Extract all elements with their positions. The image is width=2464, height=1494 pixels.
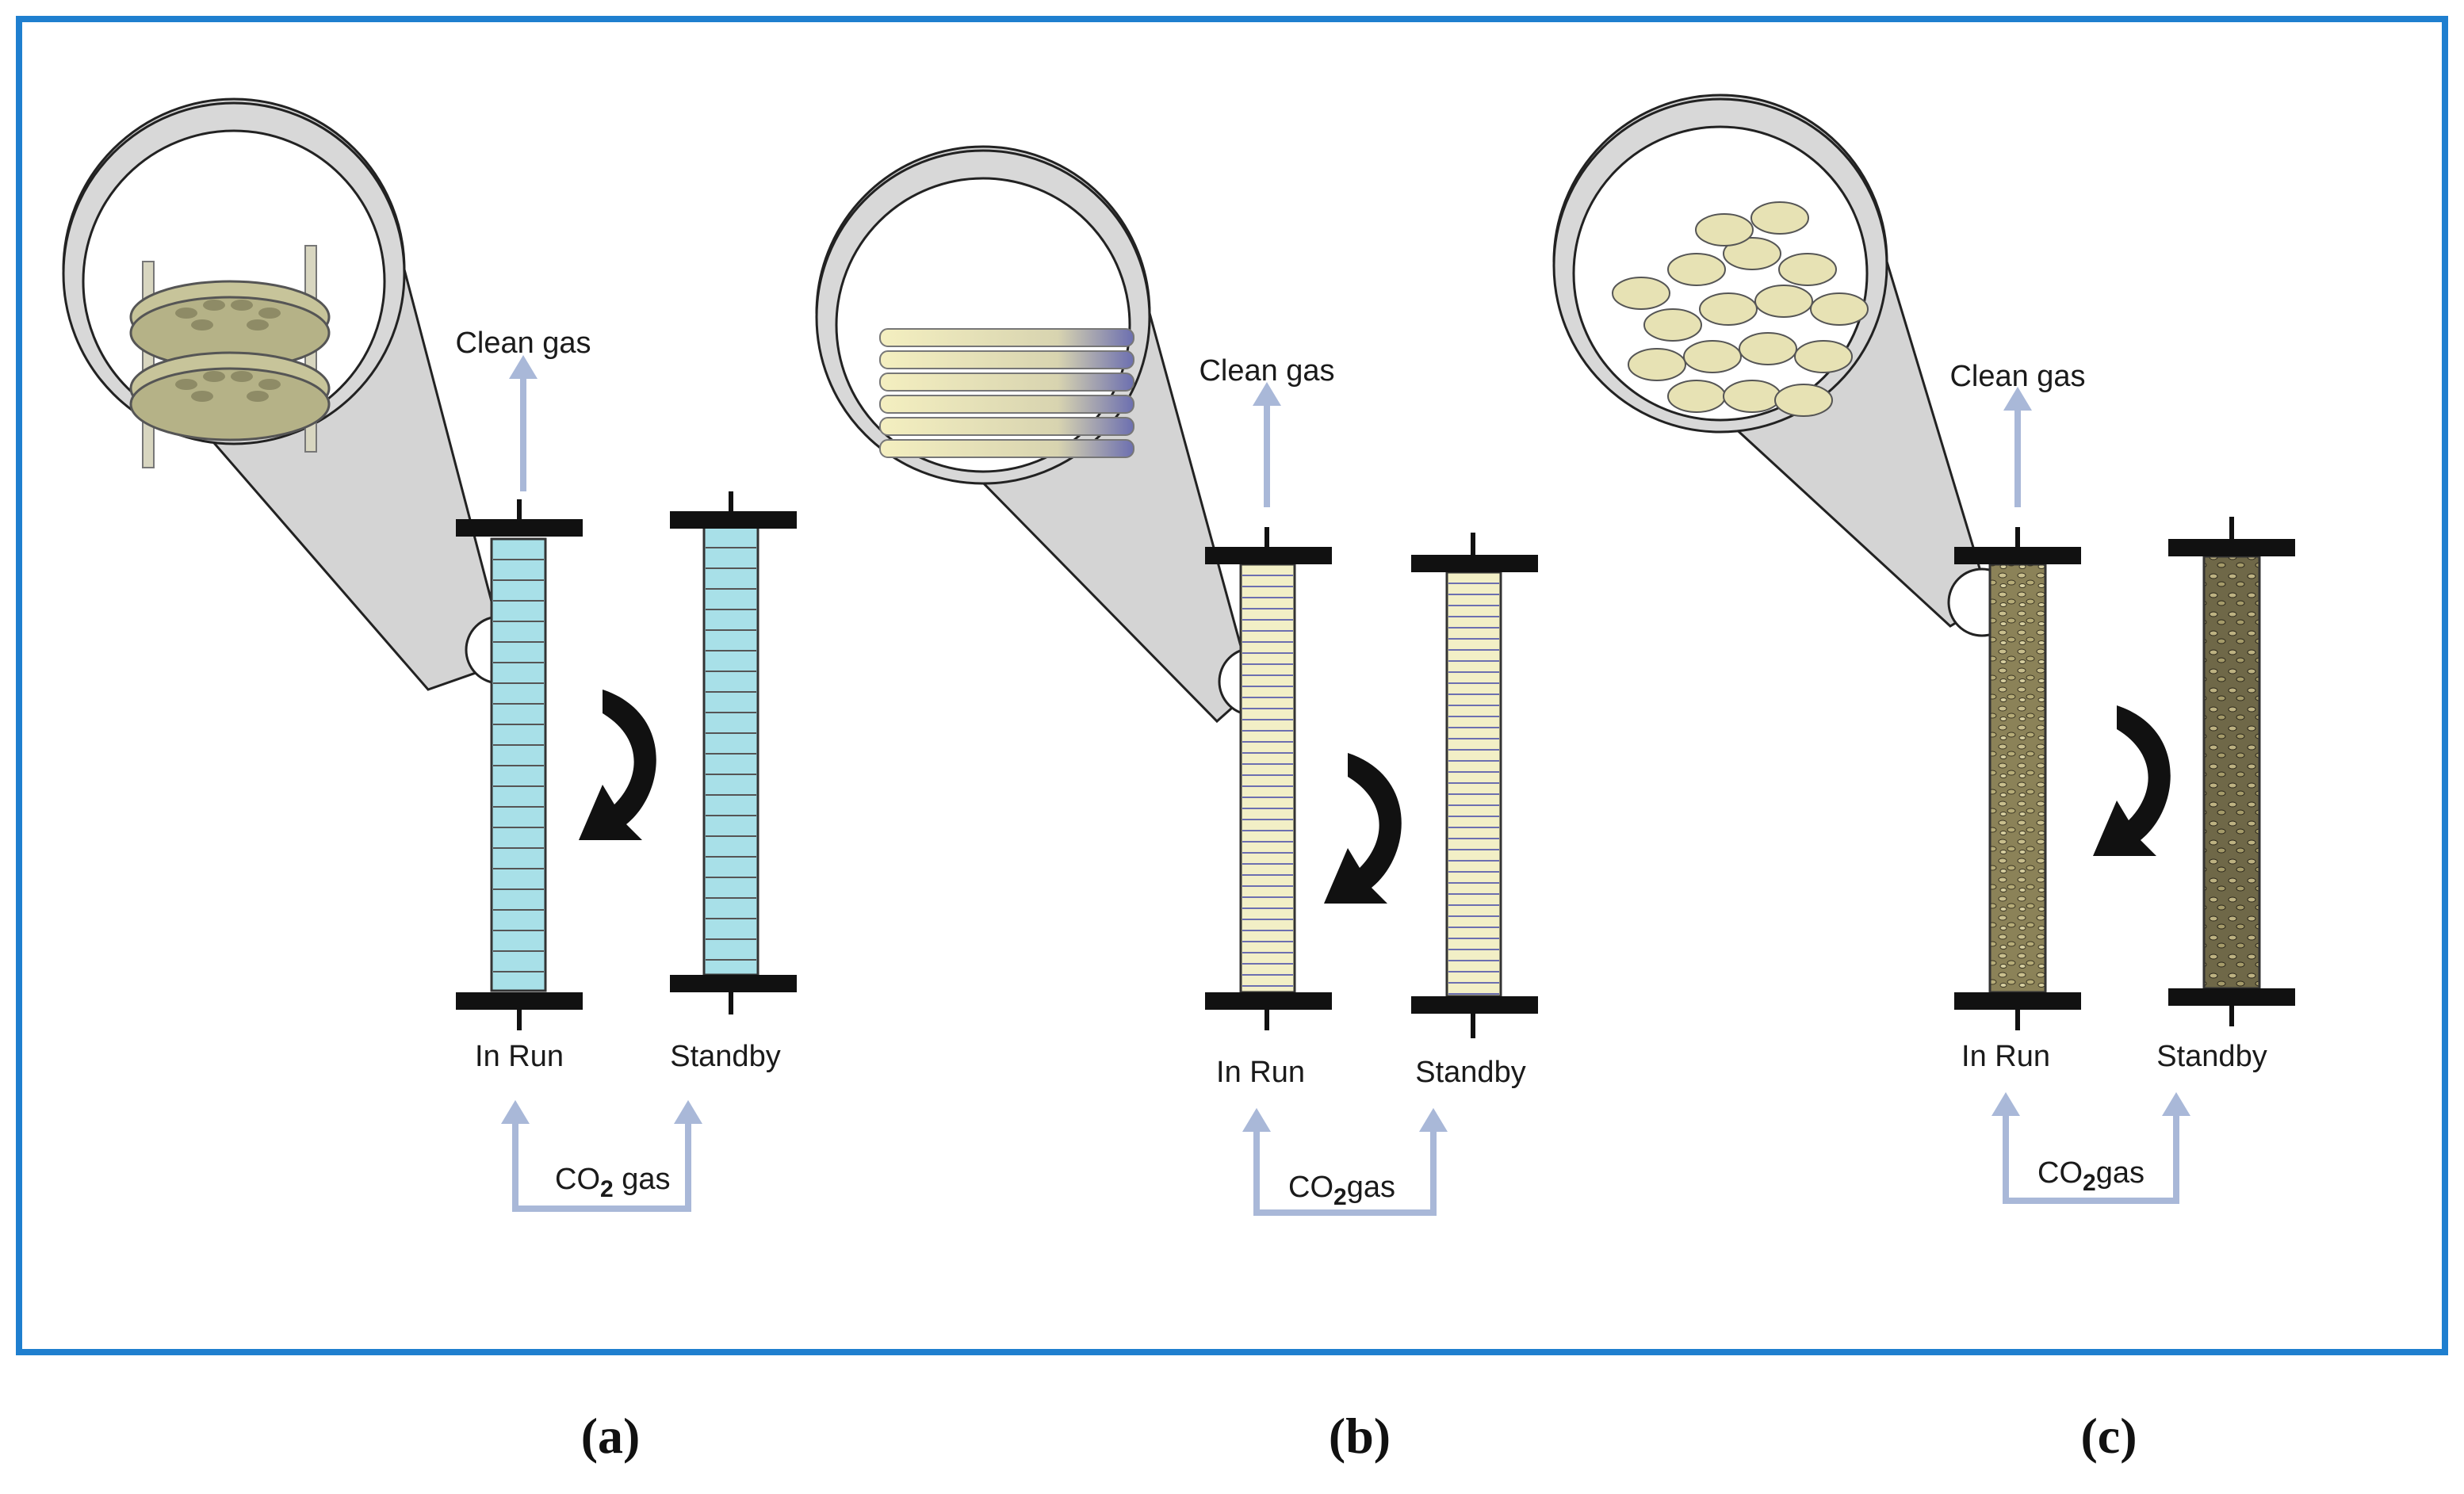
panel-b-standby-label: Standby (1415, 1056, 1525, 1089)
panel-a-inrun-column (456, 499, 583, 1030)
panel-a-switch-arrow-icon (579, 690, 656, 840)
panel-b-switch-arrow-icon (1324, 753, 1402, 904)
panel-c-co2-feed-arrow (2003, 1110, 2179, 1204)
panel-c-magnifier (1552, 94, 2017, 637)
panel-c-switch-arrow-icon (2093, 705, 2171, 856)
panel-a: Clean gas In Run Standby CO2 (62, 97, 797, 1212)
panel-a-co2-feed-arrow (512, 1118, 691, 1212)
panel-b-co2-feed-arrow (1253, 1125, 1437, 1216)
packed-pellets-icon (1612, 201, 1869, 417)
panel-a-standby-column (670, 491, 797, 1014)
panel-b-caption: (b) (1328, 1408, 1391, 1464)
panel-c-inrun-column (1954, 527, 2081, 1030)
panel-b-inrun-label: In Run (1216, 1056, 1305, 1089)
structured-plates-icon (129, 245, 331, 468)
panel-c: Clean gas In Run Standby CO2gas (1552, 94, 2295, 1204)
panel-b-inrun-column (1205, 527, 1332, 1030)
panel-a-inrun-label: In Run (475, 1040, 564, 1073)
panel-c-standby-label: Standby (2156, 1040, 2267, 1073)
panel-c-inrun-label: In Run (1961, 1040, 2050, 1073)
panel-b-standby-column (1411, 533, 1538, 1038)
panel-b-magnifier (815, 145, 1287, 724)
panel-c-caption: (c) (2080, 1408, 2137, 1464)
panel-a-clean-gas-label: Clean gas (455, 327, 591, 360)
panel-c-co2-label: CO2gas (2037, 1156, 2145, 1196)
panel-a-standby-label: Standby (670, 1040, 780, 1073)
panel-b-co2-label: CO2gas (1288, 1171, 1395, 1210)
panel-a-magnifier (62, 97, 534, 691)
panel-a-caption: (a) (580, 1408, 641, 1464)
panel-b-clean-gas-label: Clean gas (1199, 354, 1334, 388)
panel-a-co2-label: CO2 gas (555, 1163, 671, 1202)
stacked-discs-icon (879, 328, 1134, 458)
panel-c-standby-column (2168, 517, 2295, 1026)
panel-c-clean-gas-label: Clean gas (1949, 360, 2085, 393)
panel-b: Clean gas In Run Standby CO2gas (815, 145, 1538, 1216)
